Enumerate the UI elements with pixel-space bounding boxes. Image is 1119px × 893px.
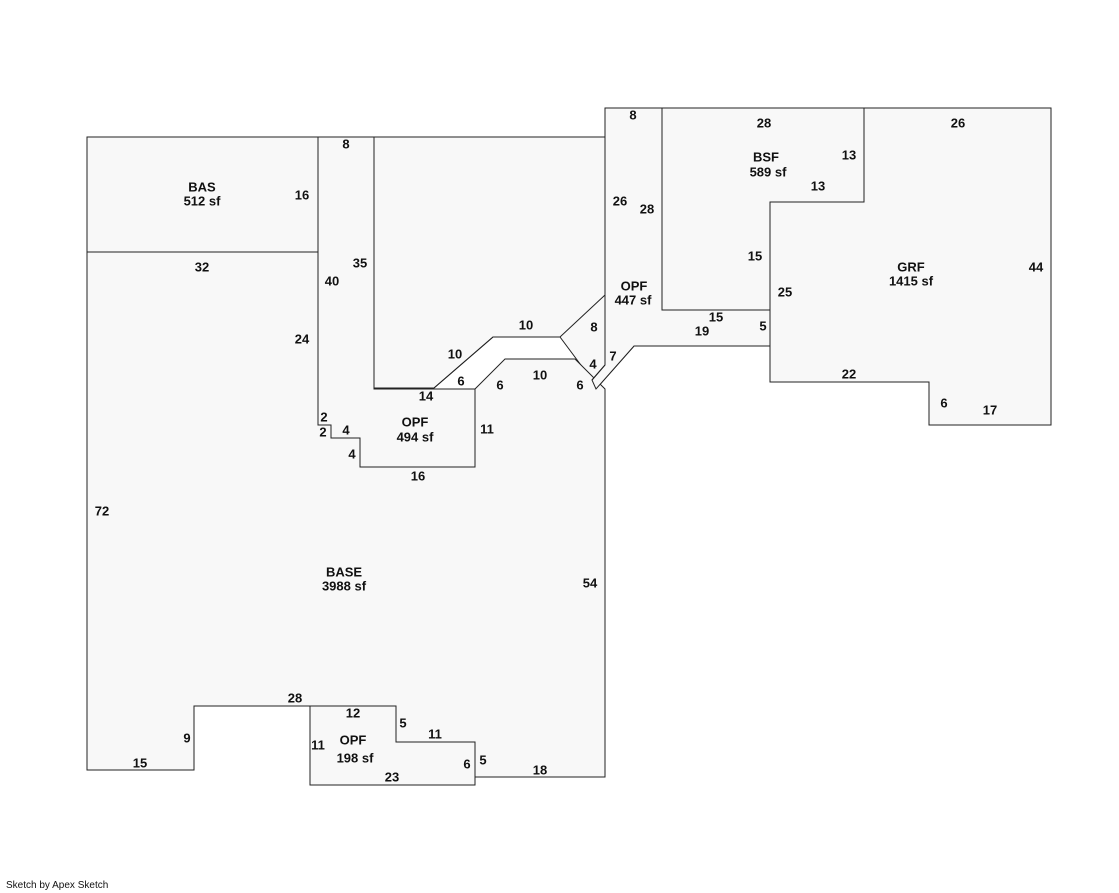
dim-label: 10 (448, 347, 462, 362)
label-bsf-code: BSF (753, 150, 779, 165)
label-opf-right-size: 447 sf (615, 293, 653, 308)
dim-label: 11 (428, 727, 442, 742)
dim-label: 15 (709, 310, 723, 325)
label-opf-right-code: OPF (621, 279, 648, 294)
dim-label: 7 (609, 349, 616, 364)
dim-label: 10 (519, 318, 533, 333)
label-bsf-size: 589 sf (750, 165, 788, 180)
label-base-code: BASE (326, 565, 362, 580)
label-opf-center-code: OPF (402, 415, 429, 430)
dim-label: 13 (811, 179, 825, 194)
dim-label: 13 (842, 148, 856, 163)
dim-label: 8 (629, 108, 636, 123)
dim-label: 25 (778, 285, 792, 300)
dim-label: 44 (1029, 260, 1044, 275)
label-bas-code: BAS (188, 180, 216, 195)
dim-label: 2 (320, 410, 327, 425)
dim-label: 12 (346, 706, 360, 721)
dim-label: 28 (640, 202, 654, 217)
dim-label: 4 (348, 447, 356, 462)
dim-label: 2 (319, 425, 326, 440)
dim-label: 5 (479, 753, 486, 768)
label-opf-bottom-code: OPF (340, 733, 367, 748)
dim-label: 5 (399, 716, 406, 731)
label-grf-code: GRF (897, 260, 925, 275)
dim-label: 35 (353, 256, 367, 271)
label-opf-center-size: 494 sf (397, 430, 435, 445)
area-bas (86, 136, 319, 253)
label-opf-bottom-size: 198 sf (337, 751, 375, 766)
area-base (86, 251, 606, 786)
dim-label: 6 (457, 374, 464, 389)
dim-label: 23 (385, 770, 399, 785)
dim-label: 5 (759, 319, 766, 334)
dim-label: 54 (583, 576, 598, 591)
label-bas-size: 512 sf (184, 194, 222, 209)
dim-label: 22 (842, 367, 856, 382)
dim-label: 8 (590, 320, 597, 335)
area-opf-bottom (309, 705, 476, 786)
dim-label: 6 (496, 378, 503, 393)
dim-label: 11 (480, 422, 494, 437)
dim-label: 16 (411, 469, 425, 484)
dim-label: 28 (757, 116, 771, 131)
dim-label: 15 (133, 756, 147, 771)
dim-label: 19 (695, 324, 709, 339)
dim-label: 4 (589, 357, 597, 372)
label-grf-size: 1415 sf (889, 274, 934, 289)
dim-label: 16 (295, 188, 309, 203)
dim-label: 18 (533, 763, 547, 778)
sketch-footer-credit: Sketch by Apex Sketch (6, 880, 109, 891)
connector-upper-line (433, 294, 606, 389)
dim-label: 6 (576, 378, 583, 393)
dim-label: 15 (748, 249, 762, 264)
dim-label: 6 (463, 757, 470, 772)
dim-label: 17 (983, 403, 997, 418)
dim-label: 72 (95, 504, 109, 519)
dim-label: 6 (940, 396, 947, 411)
dim-label: 24 (295, 332, 310, 347)
dim-label: 4 (342, 423, 350, 438)
dim-label: 8 (342, 137, 349, 152)
dim-label: 26 (951, 116, 965, 131)
dim-label: 26 (613, 194, 627, 209)
dim-label: 10 (533, 368, 547, 383)
dim-label: 14 (419, 389, 434, 404)
dim-label: 9 (183, 731, 190, 746)
dim-label: 40 (325, 274, 339, 289)
area-grf (769, 107, 1052, 426)
dim-label: 32 (195, 260, 209, 275)
connector-lower-line (591, 364, 606, 381)
label-base-size: 3988 sf (322, 579, 367, 594)
dim-label: 28 (288, 691, 302, 706)
dim-label: 11 (311, 738, 325, 753)
